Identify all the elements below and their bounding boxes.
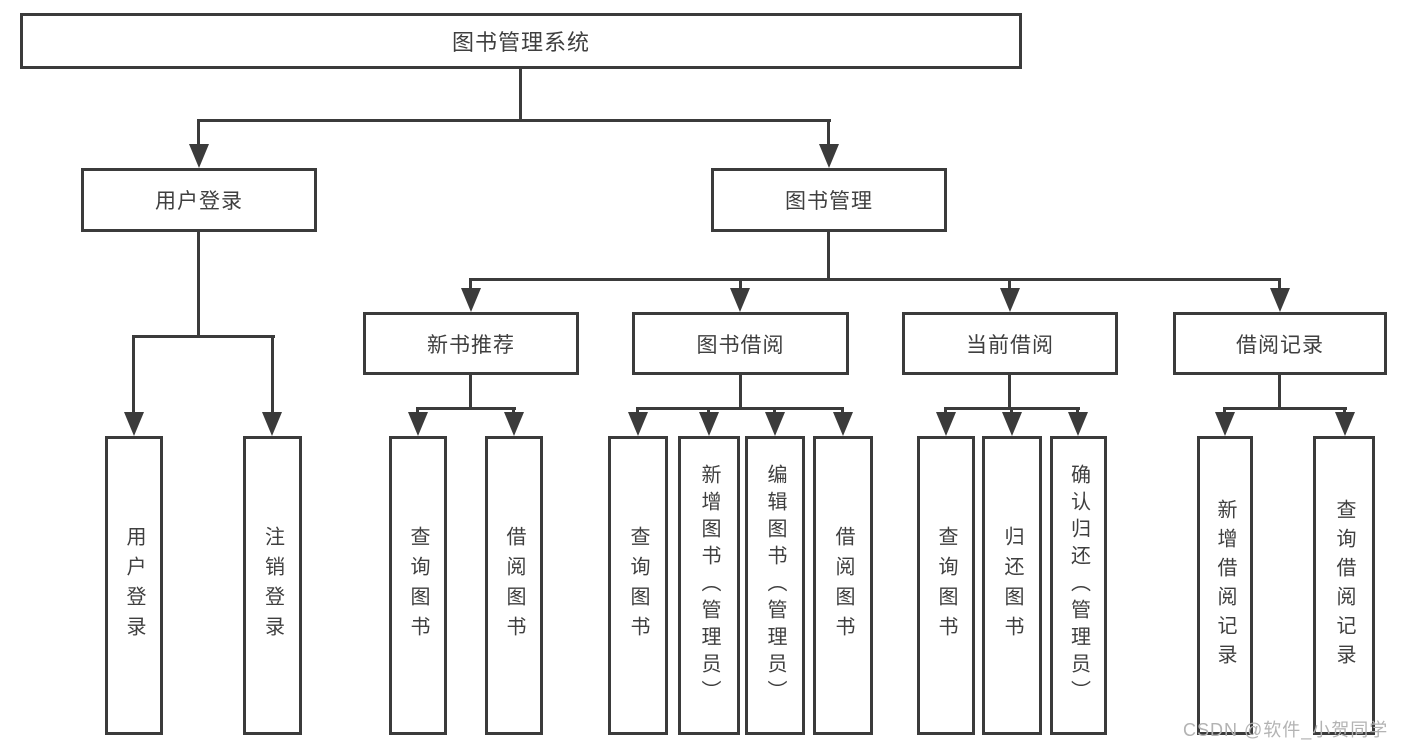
leaf-label: 查询图书: [407, 525, 429, 646]
connector-line: [197, 119, 831, 122]
leaf-borrow-books-recommend: 借阅图书: [485, 436, 543, 735]
arrow-down-icon: [819, 144, 839, 168]
connector-line: [132, 335, 135, 413]
arrow-down-icon: [1335, 412, 1355, 436]
leaf-label: 新增借阅记录: [1214, 498, 1236, 673]
connector-line: [416, 407, 516, 410]
leaf-logout: 注销登录: [243, 436, 302, 735]
connector-line: [469, 278, 472, 289]
leaf-add-books-admin: 新增图书（管理员）: [678, 436, 740, 735]
node-label: 图书借阅: [696, 333, 785, 357]
leaf-label: 查询图书: [627, 525, 649, 646]
leaf-label: 查询借阅记录: [1333, 498, 1355, 673]
node-label: 图书管理: [785, 190, 873, 213]
arrow-down-icon: [262, 412, 282, 436]
connector-line: [132, 335, 275, 338]
node-current-borrowing: 当前借阅: [902, 312, 1118, 375]
connector-line: [636, 407, 639, 415]
connector-line: [773, 407, 776, 415]
leaf-label: 借阅图书: [503, 525, 525, 646]
connector-line: [1223, 407, 1226, 415]
connector-line: [1008, 375, 1011, 407]
arrow-down-icon: [699, 412, 719, 436]
node-label: 用户登录: [155, 190, 243, 213]
arrow-down-icon: [461, 288, 481, 312]
arrow-down-icon: [1270, 288, 1290, 312]
connector-line: [1278, 278, 1281, 289]
node-new-book-recommend: 新书推荐: [363, 312, 579, 375]
connector-line: [271, 335, 274, 413]
arrow-down-icon: [833, 412, 853, 436]
node-book-management: 图书管理: [711, 168, 947, 232]
arrow-down-icon: [1002, 412, 1022, 436]
leaf-borrow-books-borrowing: 借阅图书: [813, 436, 873, 735]
connector-line: [469, 375, 472, 407]
node-borrowing-records: 借阅记录: [1173, 312, 1387, 375]
node-library-management-system: 图书管理系统: [20, 13, 1022, 69]
connector-line: [1008, 278, 1011, 289]
connector-line: [416, 407, 419, 415]
node-book-borrowing: 图书借阅: [632, 312, 849, 375]
connector-line: [197, 119, 200, 145]
arrow-down-icon: [408, 412, 428, 436]
leaf-label: 编辑图书（管理员）: [764, 464, 786, 707]
connector-line: [519, 69, 522, 119]
connector-line: [841, 407, 844, 415]
arrow-down-icon: [765, 412, 785, 436]
connector-line: [944, 407, 947, 415]
connector-line: [1278, 375, 1281, 407]
arrow-down-icon: [189, 144, 209, 168]
leaf-label: 确认归还（管理员）: [1067, 464, 1090, 707]
leaf-label: 用户登录: [123, 525, 145, 646]
connector-line: [512, 407, 515, 415]
watermark: CSDN @软件_小贺同学: [1183, 720, 1389, 740]
leaf-label: 查询图书: [935, 525, 957, 646]
node-user-login: 用户登录: [81, 168, 317, 232]
arrow-down-icon: [730, 288, 750, 312]
leaf-return-books: 归还图书: [982, 436, 1042, 735]
connector-line: [739, 278, 742, 289]
arrow-down-icon: [1068, 412, 1088, 436]
arrow-down-icon: [628, 412, 648, 436]
node-label: 当前借阅: [966, 333, 1054, 357]
connector-line: [636, 407, 844, 410]
arrow-down-icon: [936, 412, 956, 436]
leaf-query-books-borrowing: 查询图书: [608, 436, 668, 735]
leaf-add-borrow-record: 新增借阅记录: [1197, 436, 1253, 735]
connector-line: [739, 375, 742, 407]
connector-line: [469, 278, 1281, 281]
connector-line: [827, 232, 830, 278]
connector-line: [707, 407, 710, 415]
leaf-label: 注销登录: [261, 525, 284, 646]
leaf-confirm-return-admin: 确认归还（管理员）: [1050, 436, 1107, 735]
leaf-label: 借阅图书: [832, 525, 854, 646]
leaf-label: 归还图书: [1001, 525, 1023, 646]
node-label: 新书推荐: [427, 333, 515, 357]
leaf-label: 新增图书（管理员）: [698, 464, 720, 707]
arrow-down-icon: [1000, 288, 1020, 312]
leaf-user-login: 用户登录: [105, 436, 163, 735]
node-label: 图书管理系统: [451, 30, 590, 55]
leaf-query-borrow-record: 查询借阅记录: [1313, 436, 1375, 735]
node-label: 借阅记录: [1236, 333, 1324, 357]
connector-line: [1223, 407, 1347, 410]
connector-line: [197, 232, 200, 335]
connector-line: [1343, 407, 1346, 415]
leaf-query-books-recommend: 查询图书: [389, 436, 447, 735]
arrow-down-icon: [504, 412, 524, 436]
connector-line: [1076, 407, 1079, 415]
connector-line: [1010, 407, 1013, 415]
leaf-query-books-current: 查询图书: [917, 436, 975, 735]
arrow-down-icon: [124, 412, 144, 436]
connector-line: [827, 119, 830, 145]
leaf-edit-books-admin: 编辑图书（管理员）: [745, 436, 805, 735]
arrow-down-icon: [1215, 412, 1235, 436]
